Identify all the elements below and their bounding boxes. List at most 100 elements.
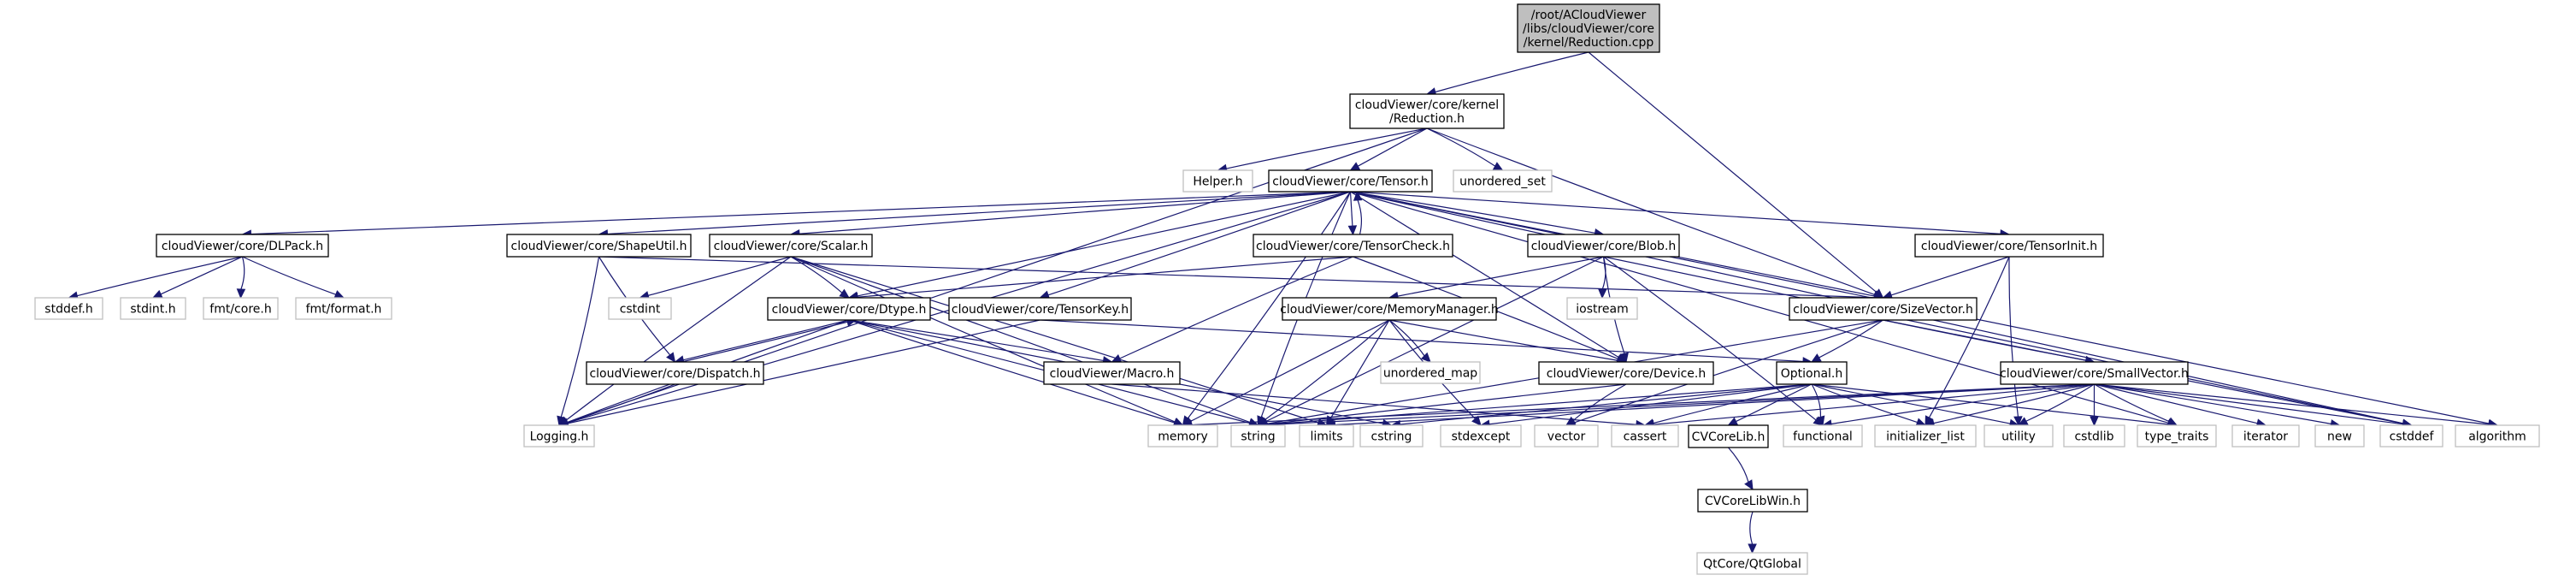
arrowhead-tensor_h-to-tensorcheck_h <box>1347 225 1358 236</box>
node-label: cloudViewer/Macro.h <box>1050 367 1175 381</box>
edge-optional_h-to-cstring <box>1400 383 1813 425</box>
node-label: algorithm <box>2468 430 2526 444</box>
node-optional-h[interactable]: Optional.h <box>1776 361 1848 385</box>
edge-tensor_h-to-dtype_h <box>857 191 1351 297</box>
node-label: cstdint <box>620 303 661 317</box>
node-label: stdexcept <box>1452 430 1511 444</box>
edge-dtype_h-to-macro_h <box>848 319 1104 362</box>
node-label: cloudViewer/core/SmallVector.h <box>2000 367 2189 381</box>
node-box <box>1282 297 1497 321</box>
node-cvcorelibwin-h[interactable]: CVCoreLibWin.h <box>1697 489 1808 513</box>
node-tensorkey-h[interactable]: cloudViewer/core/TensorKey.h <box>948 297 1132 321</box>
edge-blob_h-to-string <box>1265 256 1604 423</box>
arrowhead-cvcorelib_h-to-cvcorelibwin_h <box>1744 479 1754 491</box>
node-box <box>34 297 103 320</box>
arrowhead-shapeutil_h-to-dispatch_h <box>666 352 676 363</box>
node-label: Helper.h <box>1193 175 1242 189</box>
node-box <box>767 297 931 321</box>
edge-memorymanager_h-to-memory <box>1190 319 1390 422</box>
node-label: cloudViewer/core/Dispatch.h <box>589 367 760 381</box>
node-root[interactable]: /root/ACloudViewer/libs/cloudViewer/core… <box>1517 3 1660 53</box>
node-label: /root/ACloudViewer <box>1531 9 1647 22</box>
edge-shapeutil_h-to-logging_h <box>560 256 600 418</box>
node-scalar-h[interactable]: cloudViewer/core/Scalar.h <box>709 234 873 258</box>
node-dtype-h[interactable]: cloudViewer/core/Dtype.h <box>767 297 931 321</box>
node-macro-h[interactable]: cloudViewer/Macro.h <box>1043 361 1181 385</box>
arrowhead-smallvector_h-to-cstdlib <box>2090 416 2099 427</box>
node-box <box>709 234 873 258</box>
node-label: stddef.h <box>44 303 92 317</box>
node-tensorcheck-h[interactable]: cloudViewer/core/TensorCheck.h <box>1253 234 1453 258</box>
node-box <box>1696 552 1808 575</box>
node-box <box>2455 424 2540 448</box>
arrowhead-dlpack_h-to-fmt_core_h <box>236 288 246 299</box>
node-box <box>156 234 329 258</box>
edge-dlpack_h-to-fmt_format_h <box>242 256 336 295</box>
node-box <box>506 234 692 258</box>
node-label: utility <box>2001 430 2036 444</box>
node-box <box>1230 424 1286 448</box>
node-box <box>586 361 764 385</box>
node-box <box>1914 234 2104 258</box>
node-box <box>2000 361 2189 385</box>
node-stdint-h: stdint.h <box>120 297 186 320</box>
node-sizevector-h[interactable]: cloudViewer/core/SizeVector.h <box>1789 297 1978 321</box>
node-box <box>2137 424 2217 448</box>
edge-tensor_h-to-blob_h <box>1350 191 1595 234</box>
edge-cvcorelib_h-to-cvcorelibwin_h <box>1728 447 1749 483</box>
node-label: /libs/cloudViewer/core <box>1523 22 1654 36</box>
edge-device_h-to-vector <box>1572 383 1627 421</box>
edge-scalar_h-to-logging_h <box>565 256 792 421</box>
node-box <box>1688 424 1769 448</box>
node-unordered-set: unordered_set <box>1453 169 1553 193</box>
edge-dispatch_h-to-dtype_h <box>681 321 848 363</box>
edge-tensorkey_h-to-optional_h <box>1040 319 1804 363</box>
edge-dlpack_h-to-stdint_h <box>160 256 243 295</box>
arrowhead-tensorinit_h-to-utility <box>2013 416 2023 427</box>
edge-memorymanager_h-to-device_h <box>1388 319 1618 361</box>
node-dispatch-h[interactable]: cloudViewer/core/Dispatch.h <box>586 361 764 385</box>
arrowhead-optional_h-to-functional <box>1816 415 1825 427</box>
edge-tensorkey_h-to-logging_h <box>567 319 1040 424</box>
edge-reduction_h-to-tensor_h <box>1357 127 1428 167</box>
node-box <box>1147 424 1218 448</box>
node-label: cloudViewer/core/Dtype.h <box>772 303 927 317</box>
node-smallvector-h[interactable]: cloudViewer/core/SmallVector.h <box>2000 361 2189 385</box>
node-label: cloudViewer/core/Tensor.h <box>1272 175 1429 189</box>
node-type-traits: type_traits <box>2137 424 2217 448</box>
node-dlpack-h[interactable]: cloudViewer/core/DLPack.h <box>156 234 329 258</box>
node-label: unordered_map <box>1383 367 1477 381</box>
edge-tensorcheck_h-to-macro_h <box>1119 256 1353 359</box>
node-label: unordered_set <box>1459 175 1546 189</box>
node-tensorinit-h[interactable]: cloudViewer/core/TensorInit.h <box>1914 234 2104 258</box>
node-cvcorelib-h[interactable]: CVCoreLib.h <box>1688 424 1769 448</box>
arrowhead-blob_h-to-iostream <box>1598 288 1607 299</box>
edge-memorymanager_h-to-string <box>1264 319 1390 421</box>
node-blob-h[interactable]: cloudViewer/core/Blob.h <box>1527 234 1680 258</box>
edge-tensor_h-to-tensorinit_h <box>1350 191 2001 234</box>
node-device-h[interactable]: cloudViewer/core/Device.h <box>1538 361 1714 385</box>
node-memory: memory <box>1147 424 1218 448</box>
edge-tensorcheck_h-to-tensor_h <box>1357 199 1363 235</box>
node-box <box>1440 424 1522 448</box>
node-new: new <box>2314 424 2365 448</box>
node-shapeutil-h[interactable]: cloudViewer/core/ShapeUtil.h <box>506 234 692 258</box>
edge-scalar_h-to-limits <box>790 256 1319 424</box>
node-cstddef: cstddef <box>2379 424 2443 448</box>
edge-tensor_h-to-device_h <box>1350 191 1619 359</box>
node-initializer-list: initializer_list <box>1874 424 1977 448</box>
node-memorymanager-h[interactable]: cloudViewer/core/MemoryManager.h <box>1280 297 1499 321</box>
node-box <box>1697 489 1808 513</box>
node-reduction-h[interactable]: cloudViewer/core/kernel/Reduction.h <box>1349 93 1505 129</box>
node-box <box>1984 424 2054 448</box>
node-label: /Reduction.h <box>1389 112 1465 126</box>
edge-smallvector_h-to-utility <box>2025 383 2095 422</box>
node-label: Optional.h <box>1781 367 1843 381</box>
node-tensor-h[interactable]: cloudViewer/core/Tensor.h <box>1268 169 1433 193</box>
edge-scalar_h-to-cstdint <box>647 256 792 296</box>
node-box <box>120 297 186 320</box>
node-fmt-core-h: fmt/core.h <box>203 297 279 320</box>
node-box <box>1776 361 1848 385</box>
node-box <box>1349 93 1505 129</box>
node-box <box>1534 424 1599 448</box>
